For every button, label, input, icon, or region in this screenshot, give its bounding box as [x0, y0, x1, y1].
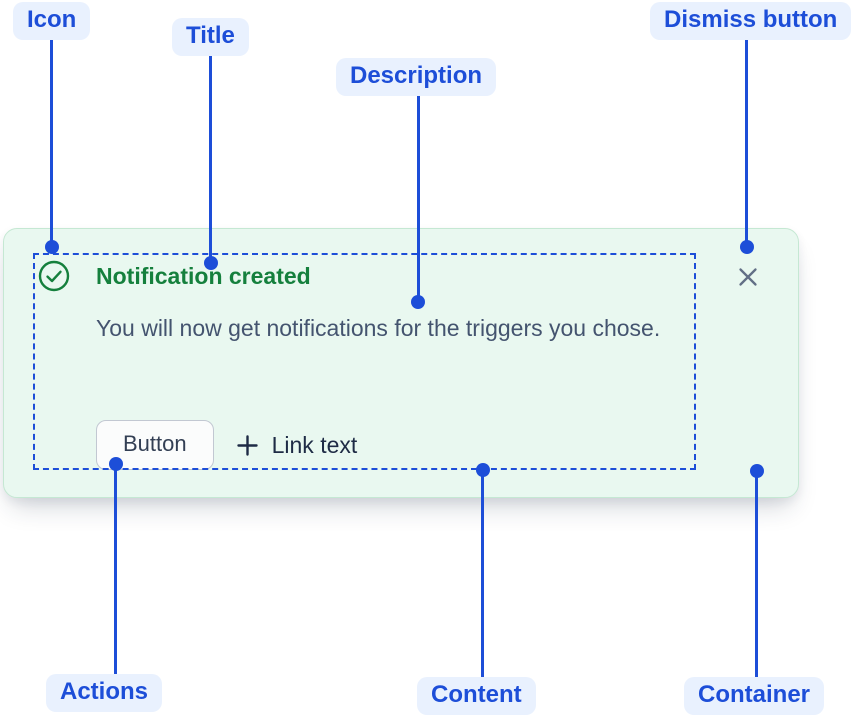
action-link-label: Link text	[271, 431, 358, 458]
annotation-label-actions: Actions	[46, 674, 163, 712]
callout-dot-title	[204, 256, 218, 270]
check-circle-icon	[38, 260, 70, 292]
callout-dot-dismiss-button	[740, 240, 754, 254]
callout-line-actions	[114, 464, 117, 674]
callout-line-icon	[50, 40, 53, 247]
notification-actions: Button Link text	[96, 420, 357, 470]
callout-dot-actions	[109, 457, 123, 471]
annotation-label-icon: Icon	[13, 2, 91, 40]
action-link[interactable]: Link text	[236, 431, 358, 459]
annotation-label-dismiss-button: Dismiss button	[650, 2, 852, 40]
callout-line-content	[481, 470, 484, 677]
plus-icon	[236, 434, 259, 457]
dismiss-button[interactable]	[730, 259, 766, 295]
callout-dot-description	[411, 295, 425, 309]
callout-line-container	[755, 471, 758, 677]
callout-dot-icon	[45, 240, 59, 254]
annotation-label-content: Content	[417, 677, 536, 715]
callout-line-description	[417, 96, 420, 302]
callout-line-dismiss-button	[745, 40, 748, 247]
notification-title: Notification created	[96, 263, 311, 289]
callout-dot-content	[476, 463, 490, 477]
close-icon	[736, 265, 760, 289]
notification-description: You will now get notifications for the t…	[96, 315, 661, 341]
annotation-label-container: Container	[684, 677, 825, 715]
callout-line-title	[209, 56, 212, 263]
callout-dot-container	[750, 464, 764, 478]
annotation-label-description: Description	[336, 58, 497, 96]
annotation-label-title: Title	[172, 18, 249, 56]
